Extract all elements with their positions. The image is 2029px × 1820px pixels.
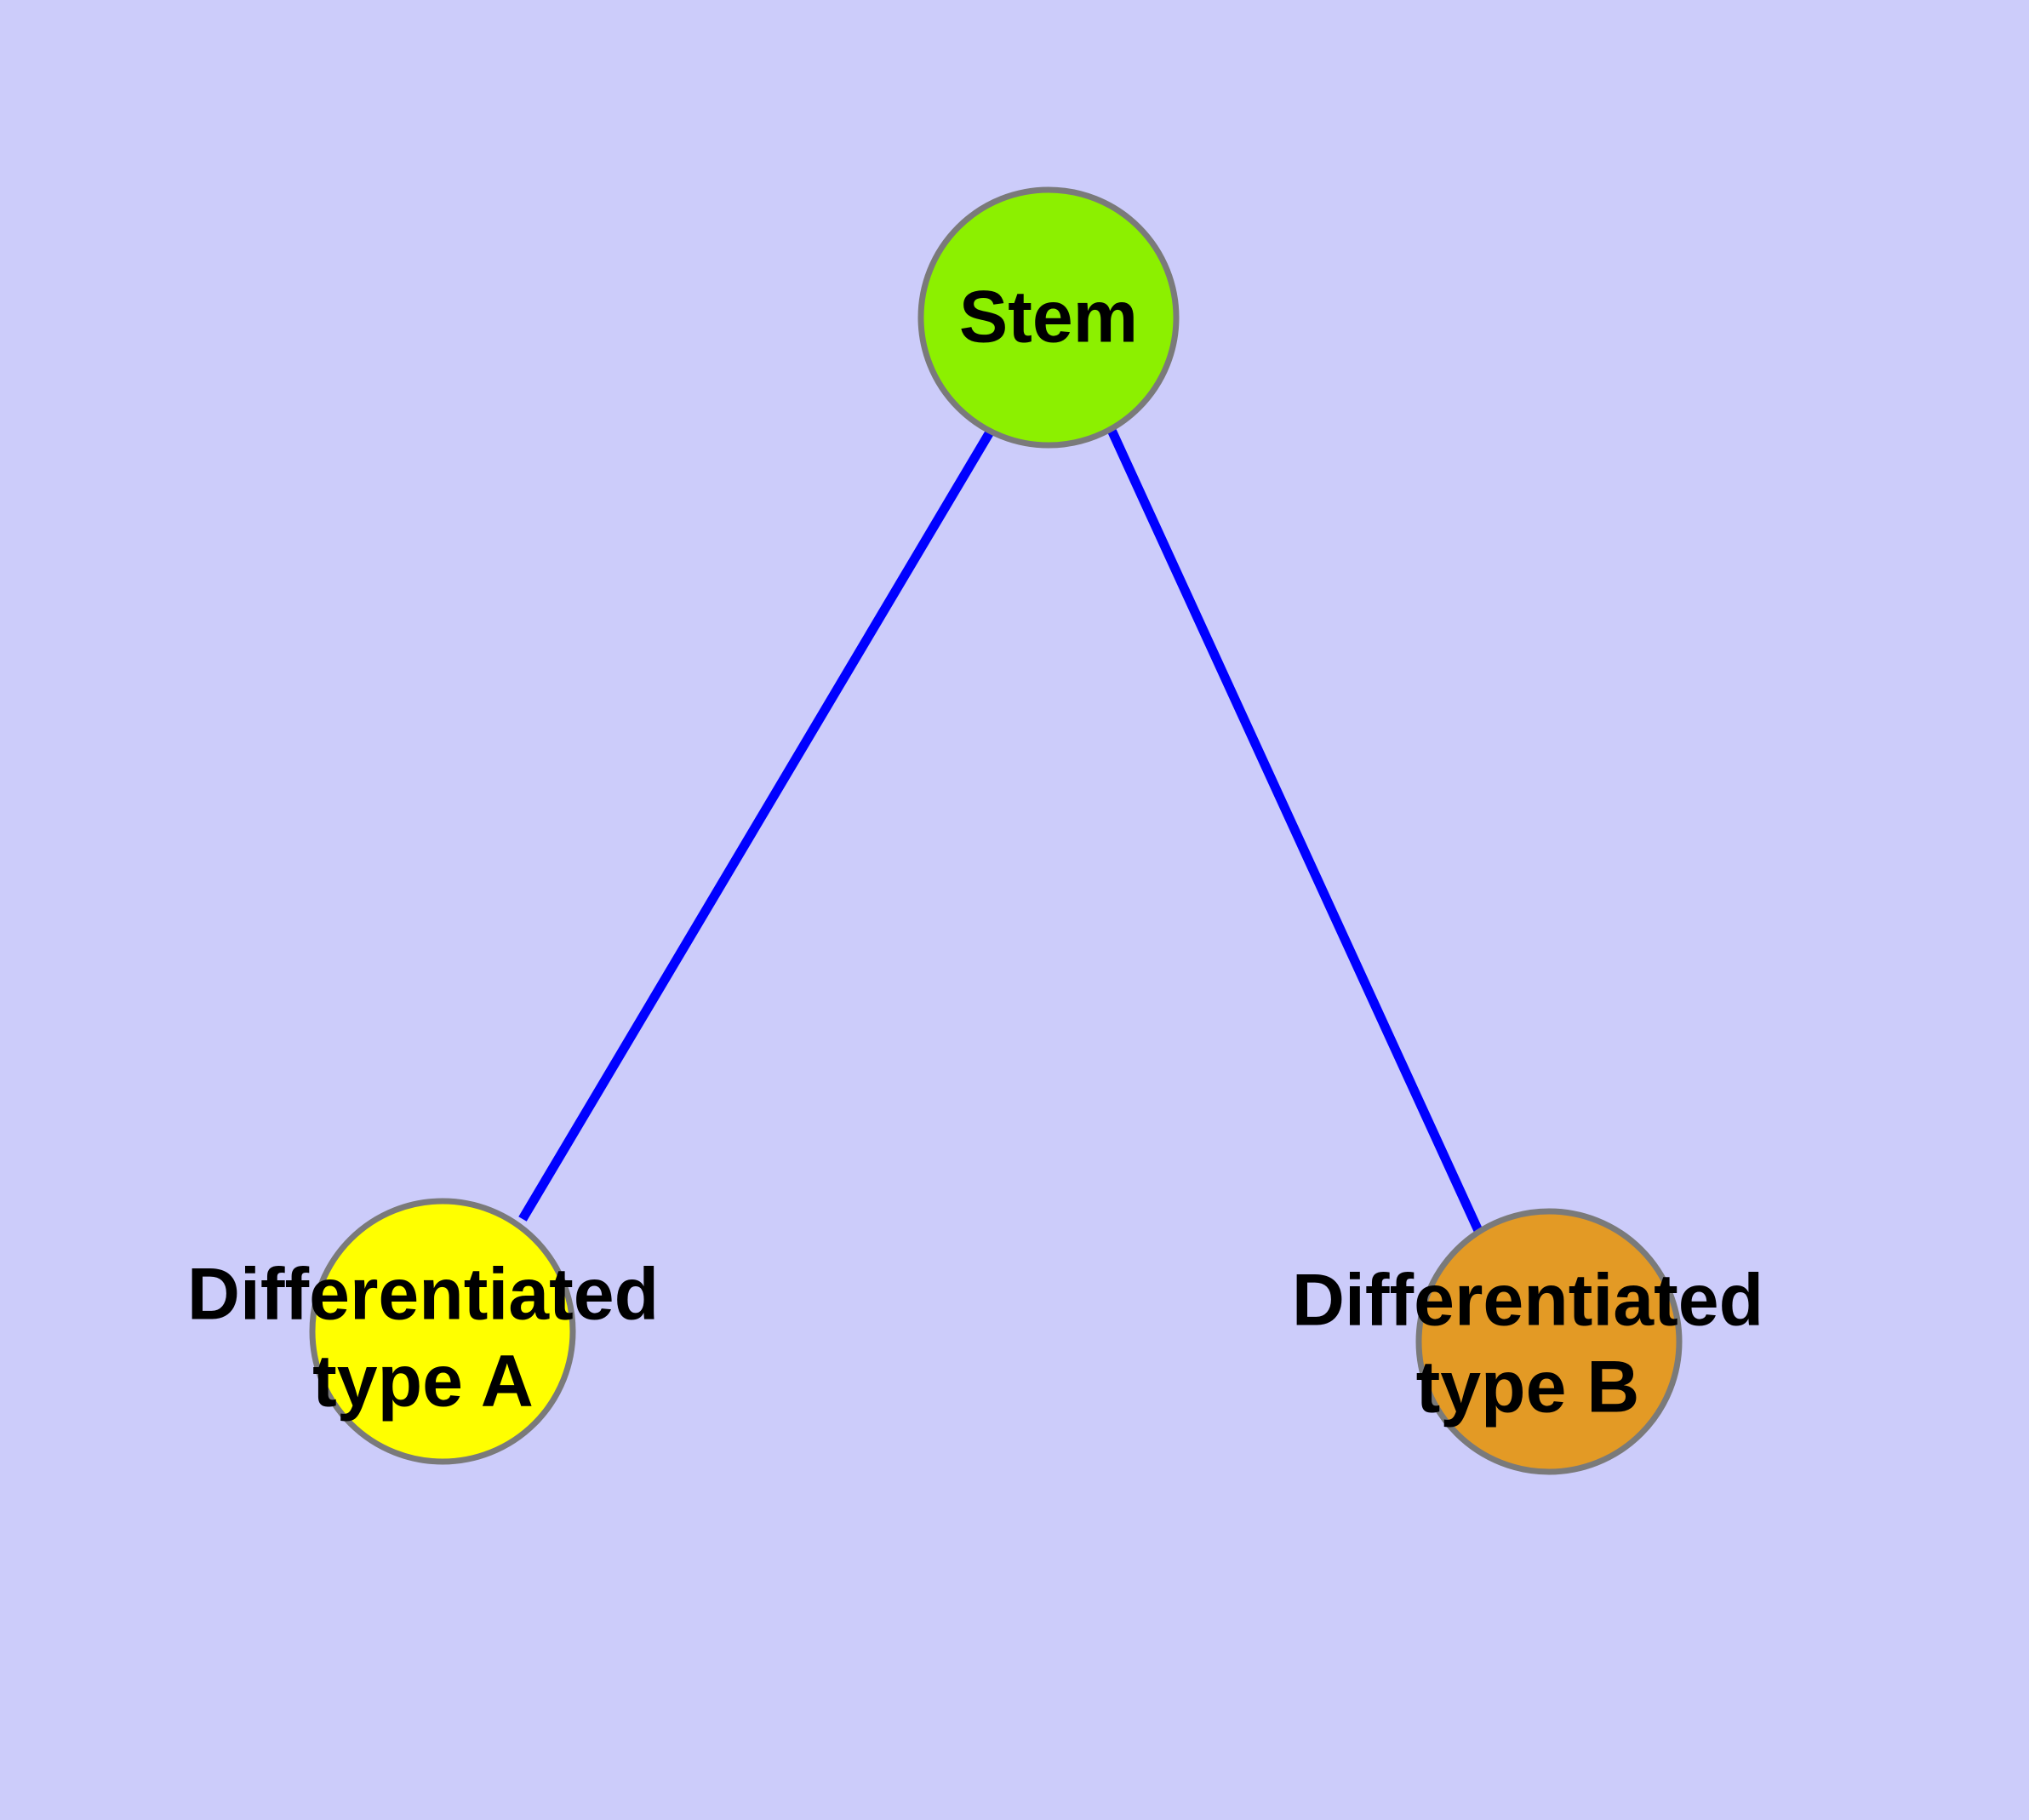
node-differentiated-type-a[interactable]: Differentiated type A xyxy=(187,1198,659,1465)
edge-stem-to-differentiated-type-a[interactable] xyxy=(518,428,995,1222)
node-differentiated-type-b[interactable]: Differentiated type B xyxy=(1292,1208,1763,1475)
edge-stem-to-differentiated-type-b[interactable] xyxy=(1106,426,1484,1237)
node-stem[interactable]: Stem xyxy=(917,186,1180,449)
node-differentiated-type-a-circle[interactable] xyxy=(309,1198,576,1465)
node-differentiated-type-b-label-line2: type B xyxy=(1416,1347,1640,1428)
nodes-layer: Stem Differentiated type A Differentiate… xyxy=(187,186,1763,1475)
node-differentiated-type-b-label-line1: Differentiated xyxy=(1292,1260,1763,1342)
node-differentiated-type-a-label-line2: type A xyxy=(312,1341,534,1422)
node-differentiated-type-b-circle[interactable] xyxy=(1415,1208,1683,1475)
edges-layer xyxy=(518,426,1484,1237)
node-differentiated-type-a-label-line1: Differentiated xyxy=(187,1254,659,1336)
node-stem-label: Stem xyxy=(959,277,1138,358)
node-stem-circle[interactable] xyxy=(917,186,1180,449)
